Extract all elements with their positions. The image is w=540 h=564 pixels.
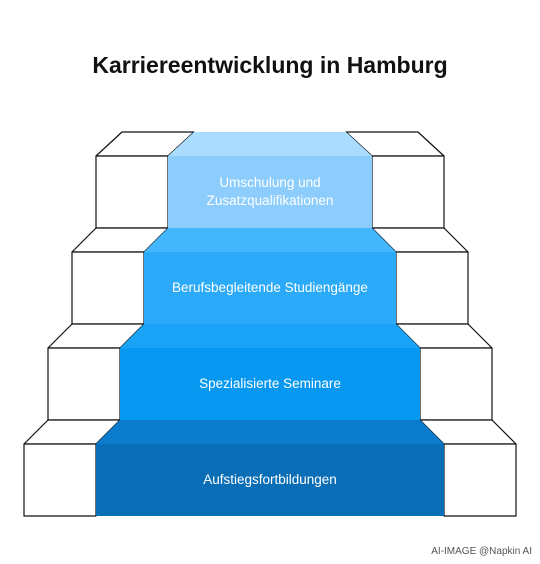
step-label-1-line-2: Zusatzqualifikationen — [207, 193, 334, 208]
step-top-4 — [96, 420, 444, 444]
left-block-front-3 — [47, 347, 121, 421]
right-block-front-2 — [395, 251, 469, 325]
left-block-front-4 — [23, 443, 97, 517]
left-block-front-1 — [95, 155, 169, 229]
step-front-2 — [144, 252, 396, 324]
step-label-1-line-1: Umschulung und — [219, 175, 320, 190]
step-front-3 — [120, 348, 420, 420]
step-label-2: Berufsbegleitende Studiengänge — [172, 280, 368, 295]
right-side-blocks — [345, 131, 517, 517]
right-block-front-4 — [443, 443, 517, 517]
center-steps — [96, 132, 444, 516]
step-front-1 — [168, 156, 372, 228]
step-labels: Umschulung und Zusatzqualifikationen Ber… — [172, 175, 368, 487]
diagram-title: Karriereentwicklung in Hamburg — [92, 52, 448, 78]
right-block-front-1 — [371, 155, 445, 229]
step-label-4: Aufstiegsfortbildungen — [203, 472, 337, 487]
watermark: AI-IMAGE @Napkin AI — [431, 546, 532, 557]
step-top-3 — [120, 324, 420, 348]
left-block-front-2 — [71, 251, 145, 325]
step-top-2 — [144, 228, 396, 252]
right-block-front-3 — [419, 347, 493, 421]
step-label-3: Spezialisierte Seminare — [199, 376, 341, 391]
step-top-1 — [168, 132, 372, 156]
left-side-blocks — [23, 131, 195, 517]
step-front-4 — [96, 444, 444, 516]
